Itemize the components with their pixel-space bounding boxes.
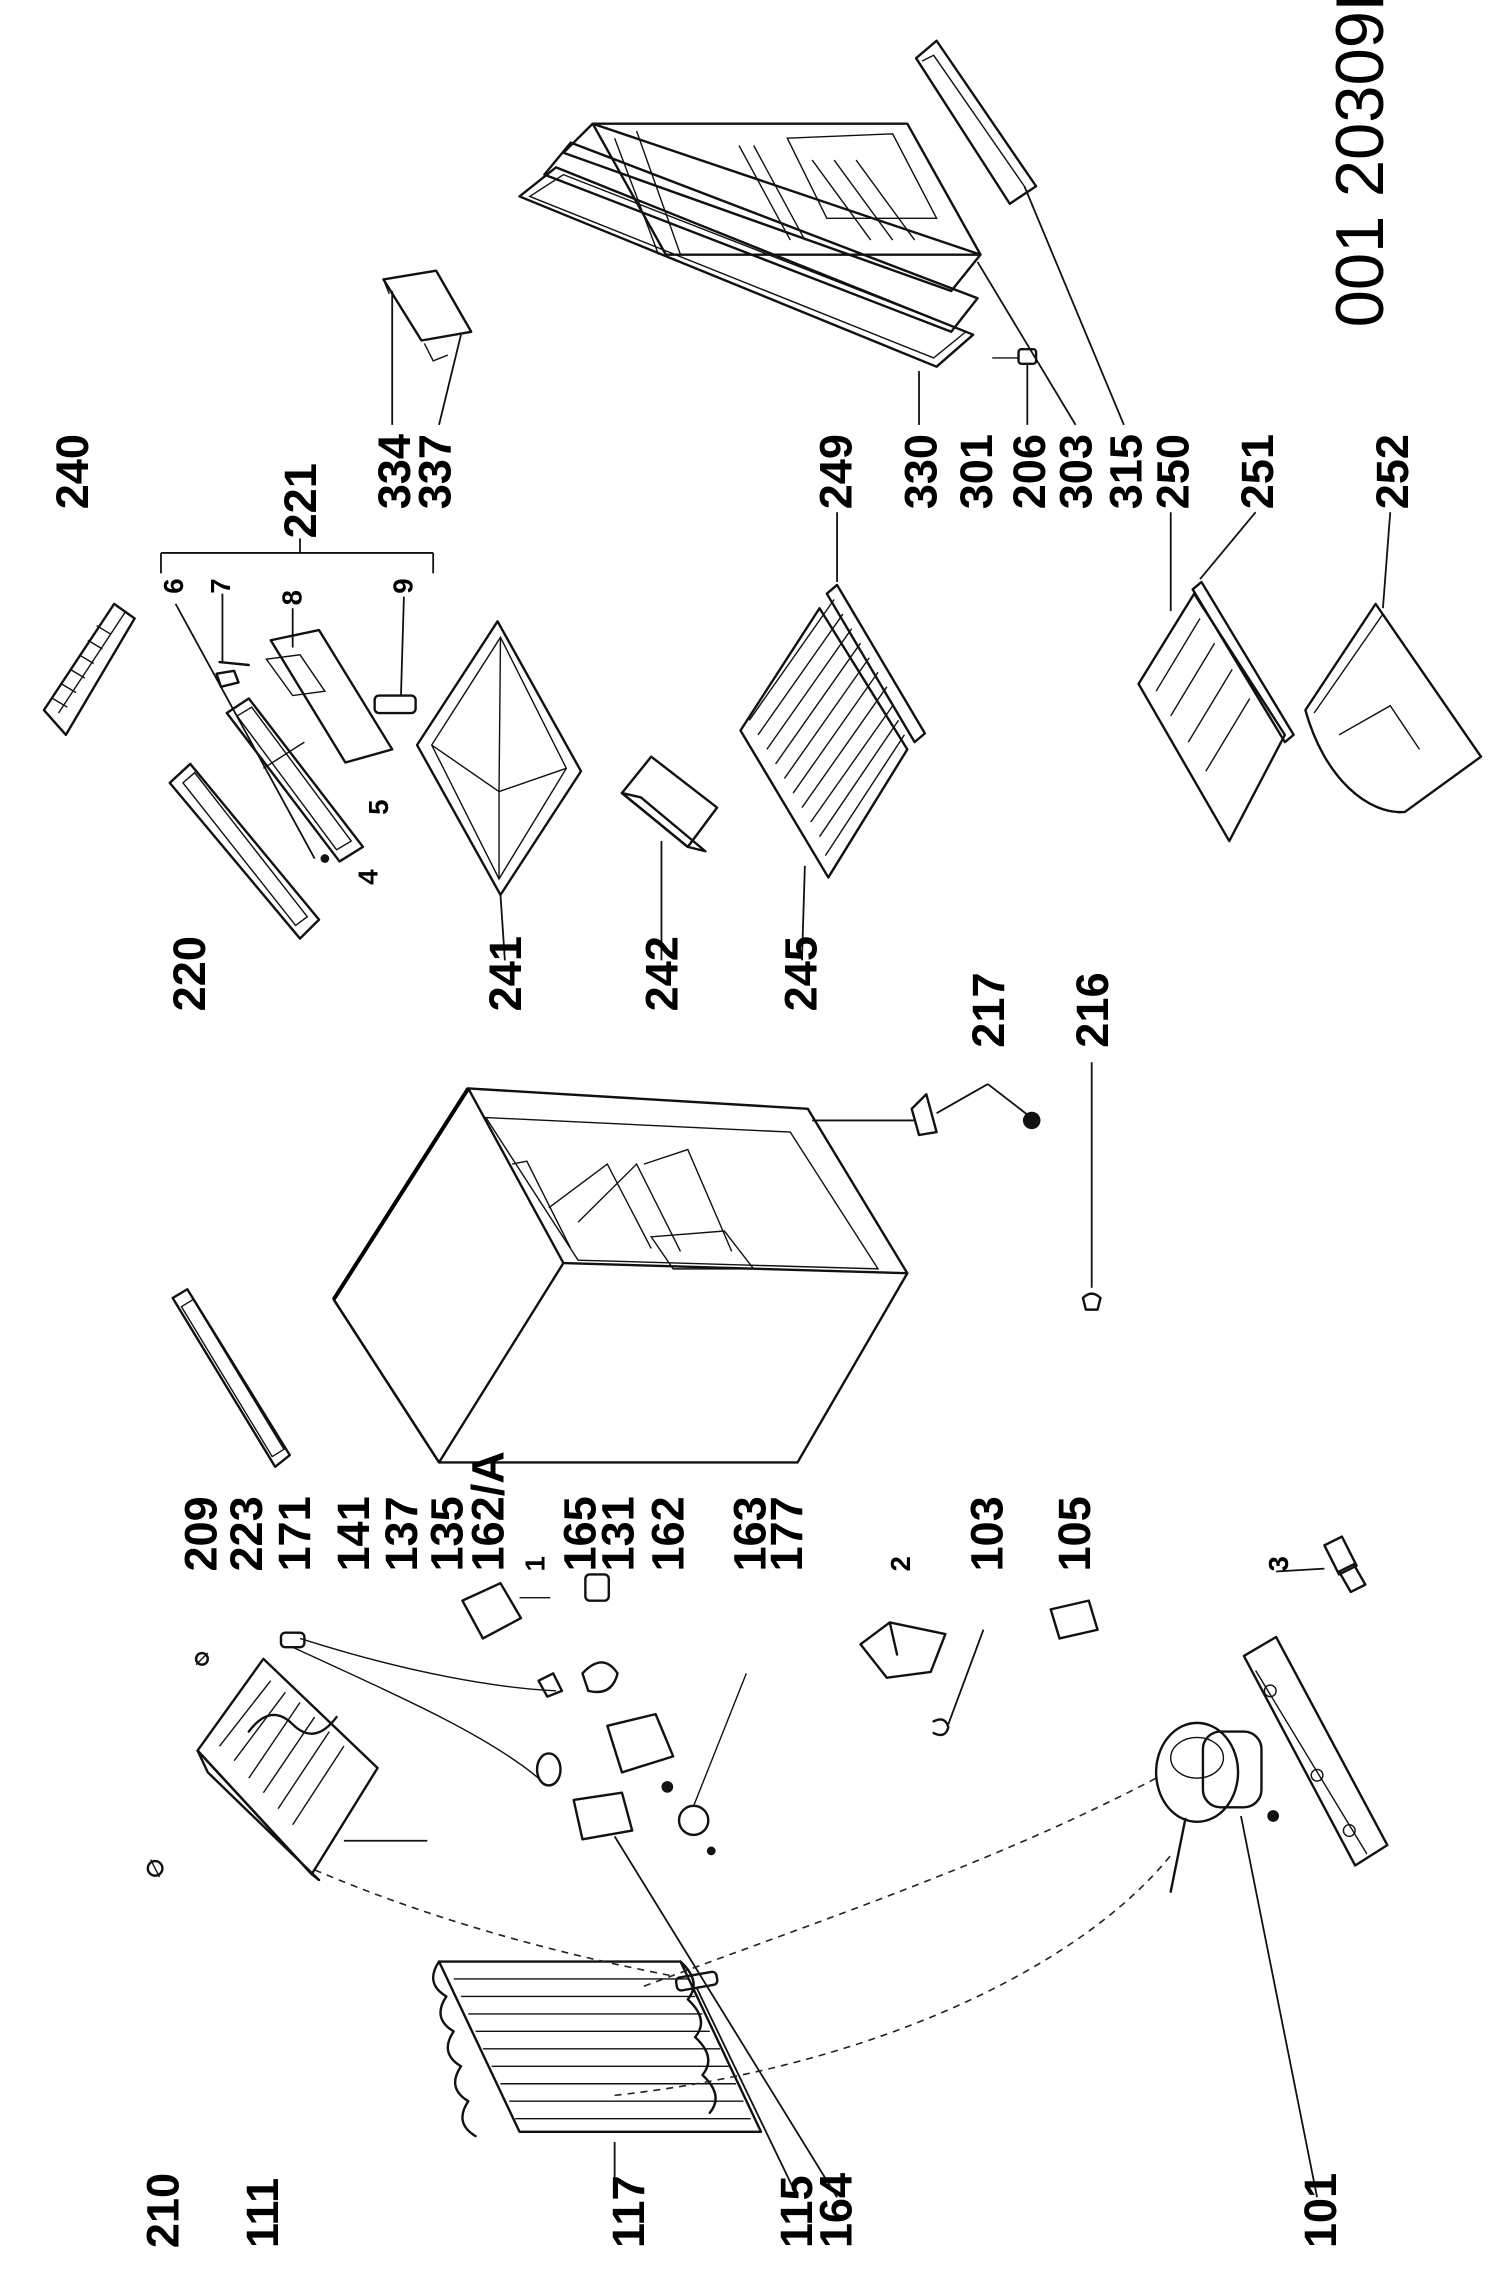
label-131: 131 xyxy=(593,1496,644,1571)
label-315: 315 xyxy=(1100,434,1151,509)
part-labels: 210 111 117 115 164 101 209 223 171 141 … xyxy=(47,0,1418,2248)
label-171: 171 xyxy=(269,1496,320,1571)
label-7: 7 xyxy=(205,578,236,593)
pipe-connection-3 xyxy=(315,1870,674,1976)
label-245: 245 xyxy=(775,936,826,1011)
label-164: 164 xyxy=(811,2173,862,2248)
label-162: 162 xyxy=(642,1496,693,1571)
part-221-assembly xyxy=(161,538,433,862)
part-164-box xyxy=(574,1793,837,2198)
part-252-crisper xyxy=(1305,512,1481,812)
document-code: 001 20309P3 xyxy=(1323,0,1398,327)
label-303: 303 xyxy=(1051,434,1102,509)
label-4: 4 xyxy=(352,869,383,885)
label-135: 135 xyxy=(421,1496,472,1571)
label-141: 141 xyxy=(328,1496,379,1571)
label-241: 241 xyxy=(480,936,531,1011)
label-165: 165 xyxy=(554,1496,605,1571)
part-3-clips xyxy=(1276,1537,1365,1592)
label-1: 1 xyxy=(519,1556,550,1571)
label-101: 101 xyxy=(1295,2173,1346,2248)
label-5: 5 xyxy=(363,799,394,814)
label-115: 115 xyxy=(771,2175,822,2248)
label-9: 9 xyxy=(388,578,419,593)
label-105: 105 xyxy=(1049,1496,1100,1571)
label-250: 250 xyxy=(1147,434,1198,509)
part-223-trim xyxy=(173,1289,290,1467)
label-3: 3 xyxy=(1263,1556,1294,1571)
label-163: 163 xyxy=(724,1496,775,1571)
label-249: 249 xyxy=(811,434,862,509)
label-217: 217 xyxy=(963,972,1014,1047)
label-330: 330 xyxy=(895,434,946,509)
cabinet-body xyxy=(334,1088,915,1462)
label-206: 206 xyxy=(1004,434,1055,509)
part-103-wire xyxy=(934,1630,984,1735)
label-334: 334 xyxy=(369,434,420,509)
label-103: 103 xyxy=(961,1496,1012,1571)
part-206-pin xyxy=(992,349,1036,425)
pipe-connection-2 xyxy=(615,1855,1171,2095)
part-301-door-gasket xyxy=(544,143,977,332)
part-115-drier xyxy=(675,1971,797,2197)
part-209-plug xyxy=(196,1653,208,1665)
label-162a: 162/A xyxy=(462,1451,513,1571)
label-8: 8 xyxy=(276,590,307,605)
label-337: 337 xyxy=(410,434,461,509)
part-240-ice-tray xyxy=(44,604,135,735)
part-242-box xyxy=(622,757,717,961)
part-2-housing xyxy=(860,1622,945,1677)
part-171-lamp xyxy=(281,1633,304,1648)
part-220-shelf xyxy=(170,764,319,939)
label-117: 117 xyxy=(603,2175,654,2248)
label-240: 240 xyxy=(47,434,98,509)
part-251-trim xyxy=(1193,512,1294,742)
label-221: 221 xyxy=(275,463,326,538)
part-210-screw xyxy=(148,1860,163,1877)
pipe-connection-1 xyxy=(644,1778,1156,1986)
label-6: 6 xyxy=(158,578,189,593)
part-330-door-panel xyxy=(520,167,974,425)
part-241-glass-shelf xyxy=(417,621,581,960)
part-217-hinge xyxy=(912,1084,1041,1135)
label-137: 137 xyxy=(376,1496,427,1571)
label-209: 209 xyxy=(175,1496,226,1571)
label-216: 216 xyxy=(1067,972,1118,1047)
label-223: 223 xyxy=(221,1496,272,1571)
part-111-evaporator xyxy=(198,1659,428,1880)
part-216-cap xyxy=(1083,1062,1101,1309)
part-315-handle xyxy=(916,41,1124,425)
label-111: 111 xyxy=(237,2178,288,2248)
label-210: 210 xyxy=(137,2173,188,2248)
compressor-rail xyxy=(1244,1637,1387,1865)
part-245-wire-shelf xyxy=(740,600,907,961)
part-117-condenser xyxy=(433,1962,761,2198)
label-301: 301 xyxy=(951,434,1002,509)
part-249-trim xyxy=(827,512,925,742)
part-101-compressor xyxy=(1156,1723,1317,2197)
label-252: 252 xyxy=(1367,434,1418,509)
part-250-crisper-cover xyxy=(1139,512,1285,841)
label-2: 2 xyxy=(885,1556,916,1571)
part-303-door-liner xyxy=(563,124,1075,425)
thermostat-cluster xyxy=(293,1574,747,1856)
label-242: 242 xyxy=(636,936,687,1011)
part-105-socket xyxy=(1051,1601,1098,1639)
label-251: 251 xyxy=(1232,434,1283,509)
label-177: 177 xyxy=(761,1496,812,1571)
part-334-bracket xyxy=(383,271,471,425)
label-220: 220 xyxy=(164,936,215,1011)
